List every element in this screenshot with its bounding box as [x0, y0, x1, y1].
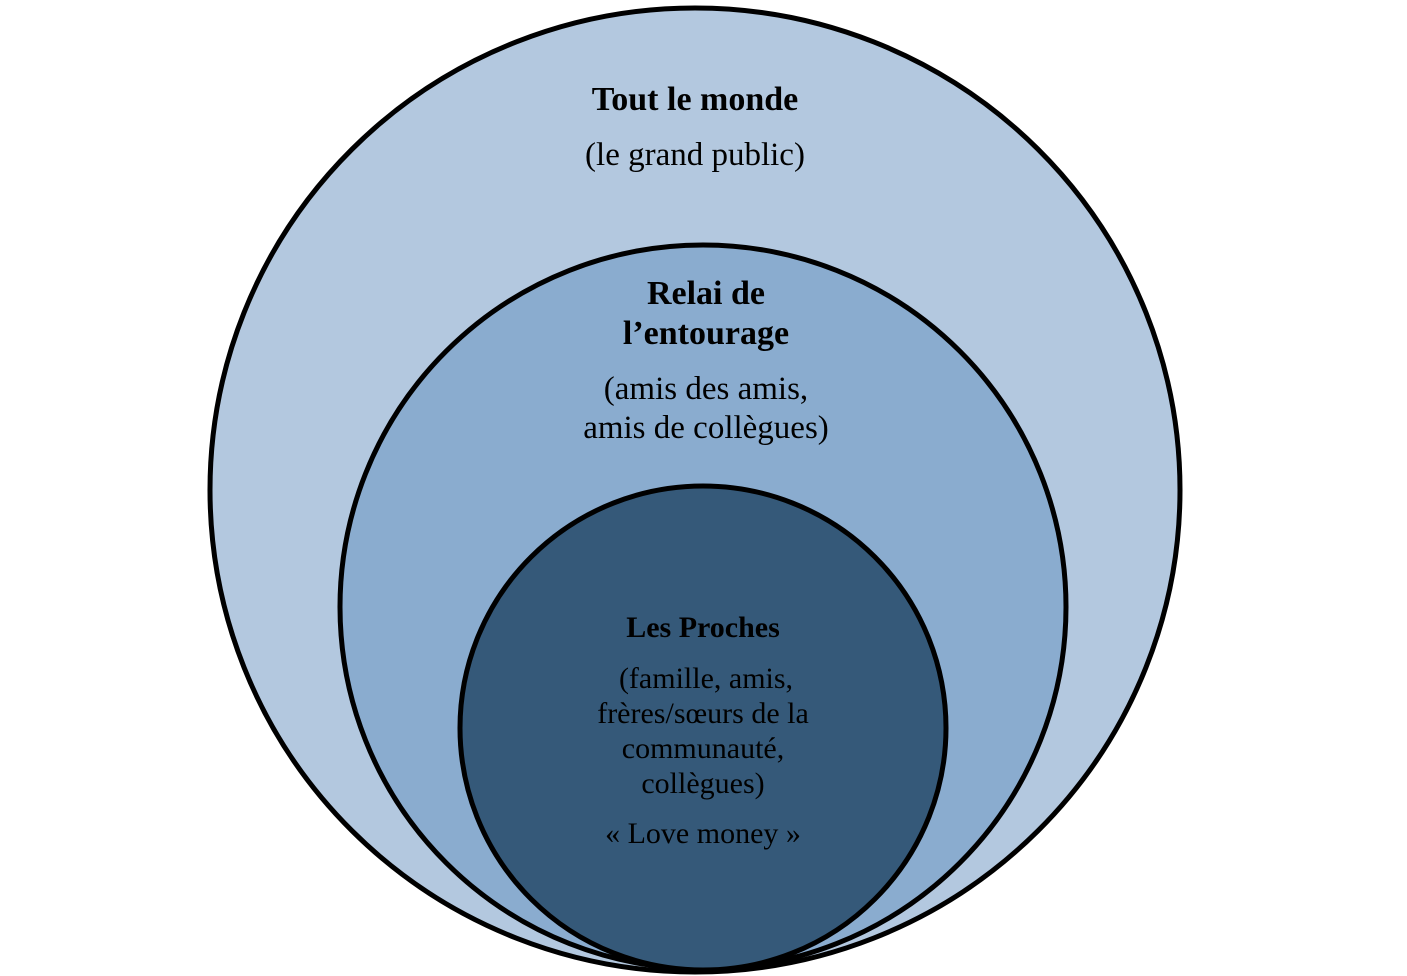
middle-circle-subtitle-line-2: amis de collègues): [583, 410, 829, 446]
inner-circle-note: « Love money »: [605, 817, 801, 850]
middle-circle-subtitle-line-1: (amis des amis,: [604, 371, 808, 407]
middle-circle-title-line-1: Relai de: [647, 275, 765, 312]
inner-circle-title: Les Proches: [626, 611, 780, 644]
inner-circle-subtitle-line-1: (famille, amis,: [619, 662, 793, 695]
inner-circle-subtitle-line-3: communauté,: [622, 732, 784, 765]
inner-circle-group: Les Proches (famille, amis, frères/sœurs…: [457, 483, 949, 973]
outer-circle-title: Tout le monde: [592, 81, 799, 118]
outer-circle-subtitle: (le grand public): [585, 137, 805, 173]
inner-circle-subtitle-line-4: collègues): [641, 767, 764, 800]
middle-circle-title-line-2: l’entourage: [623, 315, 789, 352]
inner-circle-subtitle-line-2: frères/sœurs de la: [597, 697, 809, 730]
inner-circle: [457, 483, 949, 973]
